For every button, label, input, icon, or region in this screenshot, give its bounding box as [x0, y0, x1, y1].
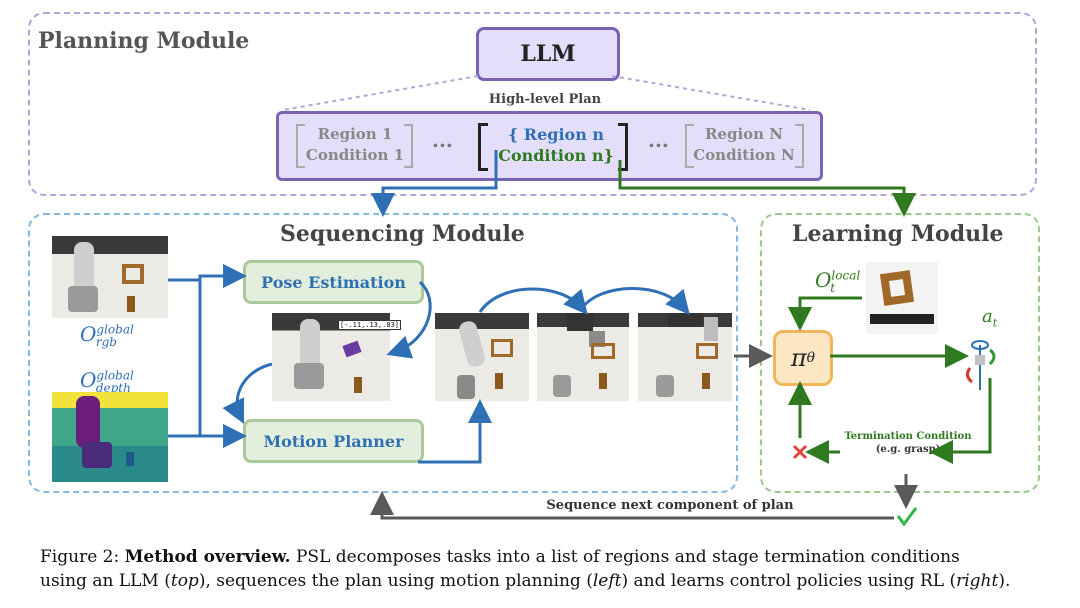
llm-plan-dotted-right	[611, 75, 811, 111]
planning-module-title: Planning Module	[38, 28, 250, 54]
condition-1-label: Condition 1	[305, 146, 405, 164]
region-to-sequencing-arrow	[371, 150, 498, 217]
success-check-icon	[896, 507, 918, 527]
termination-title: Termination Condition	[844, 431, 972, 442]
region-N-bracket-left	[685, 124, 694, 168]
ellipsis-right: ...	[648, 128, 669, 152]
sequence-next-label: Sequence next component of plan	[546, 498, 794, 513]
action-gizmo-icon	[965, 340, 996, 390]
brace-open: {	[507, 125, 524, 144]
region-N-entry: Region N Condition N	[692, 124, 796, 166]
brace-close: }	[603, 146, 614, 165]
rgb-to-motion-line	[198, 280, 247, 448]
motion-frame-3	[638, 313, 732, 401]
high-level-plan-box	[276, 111, 823, 181]
condition-n-label: Condition n	[498, 146, 604, 165]
o-global-depth-label: Oglobaldepth	[80, 368, 134, 395]
pose-to-image-arrow	[386, 280, 432, 359]
region-n-label: Region n	[523, 125, 605, 144]
termination-example: (e.g. grasp)	[875, 444, 941, 455]
region-1-label: Region 1	[317, 125, 393, 143]
figure-caption: Figure 2: Method overview. PSL decompose…	[40, 545, 1070, 593]
local-observation-image	[866, 262, 938, 334]
o-local-label: Olocalt	[815, 268, 861, 295]
llm-plan-dotted-left	[282, 75, 479, 111]
rgb-to-pose-arrow	[168, 264, 247, 288]
planning-module-border	[28, 12, 1037, 196]
fail-x-icon	[792, 444, 808, 460]
pose-estimation-box: Pose Estimation	[243, 260, 424, 304]
high-level-plan-label: High-level Plan	[488, 92, 602, 107]
sequencing-module-title: Sequencing Module	[280, 221, 525, 247]
frame-2-to-3-arc	[580, 287, 690, 315]
rgb-observation-image	[52, 236, 168, 318]
condition-N-label: Condition N	[693, 146, 795, 164]
region-1-bracket-left	[296, 124, 305, 168]
region-1-entry: Region 1 Condition 1	[305, 124, 405, 166]
o-global-rgb-label: Oglobalrgb	[80, 322, 134, 349]
region-1-bracket-right	[404, 124, 413, 168]
action-label: at	[982, 306, 998, 330]
sequence-next-arrow	[370, 491, 894, 520]
motion-frame-1	[435, 313, 529, 401]
caption-line-2: using an LLM (top), sequences the plan u…	[40, 571, 1011, 591]
condition-to-learning-arrow	[618, 160, 916, 217]
pose-tag: [-.11,.13,.83]	[338, 320, 402, 330]
action-to-termination-arrow	[929, 378, 992, 464]
frame-1-to-2-arc	[478, 287, 588, 315]
learning-module-title: Learning Module	[792, 221, 1004, 247]
ellipsis-left: ...	[432, 128, 453, 152]
motion-planner-box: Motion Planner	[243, 419, 424, 463]
image-to-planner-arrow	[222, 362, 273, 425]
region-N-label: Region N	[704, 125, 784, 143]
policy-theta: θ	[806, 350, 816, 366]
motion-planner-label: Motion Planner	[263, 431, 404, 451]
region-n-bracket-right	[618, 123, 628, 171]
termination-label: Termination Condition (e.g. grasp)	[838, 430, 978, 456]
planner-to-frame-arrow	[418, 399, 492, 464]
local-obs-to-policy-arrow	[788, 296, 862, 331]
llm-box: LLM	[476, 27, 620, 81]
region-n-bracket-left	[478, 123, 488, 171]
motion-frame-2	[537, 313, 629, 401]
region-N-bracket-right	[795, 124, 804, 168]
policy-pi: π	[790, 344, 807, 372]
pose-estimation-label: Pose Estimation	[261, 272, 406, 292]
depth-observation-image	[52, 392, 168, 482]
region-n-entry: { Region n Condition n}	[490, 124, 622, 166]
llm-label: LLM	[520, 41, 576, 67]
caption-line-1: Figure 2: Method overview. PSL decompose…	[40, 547, 960, 567]
